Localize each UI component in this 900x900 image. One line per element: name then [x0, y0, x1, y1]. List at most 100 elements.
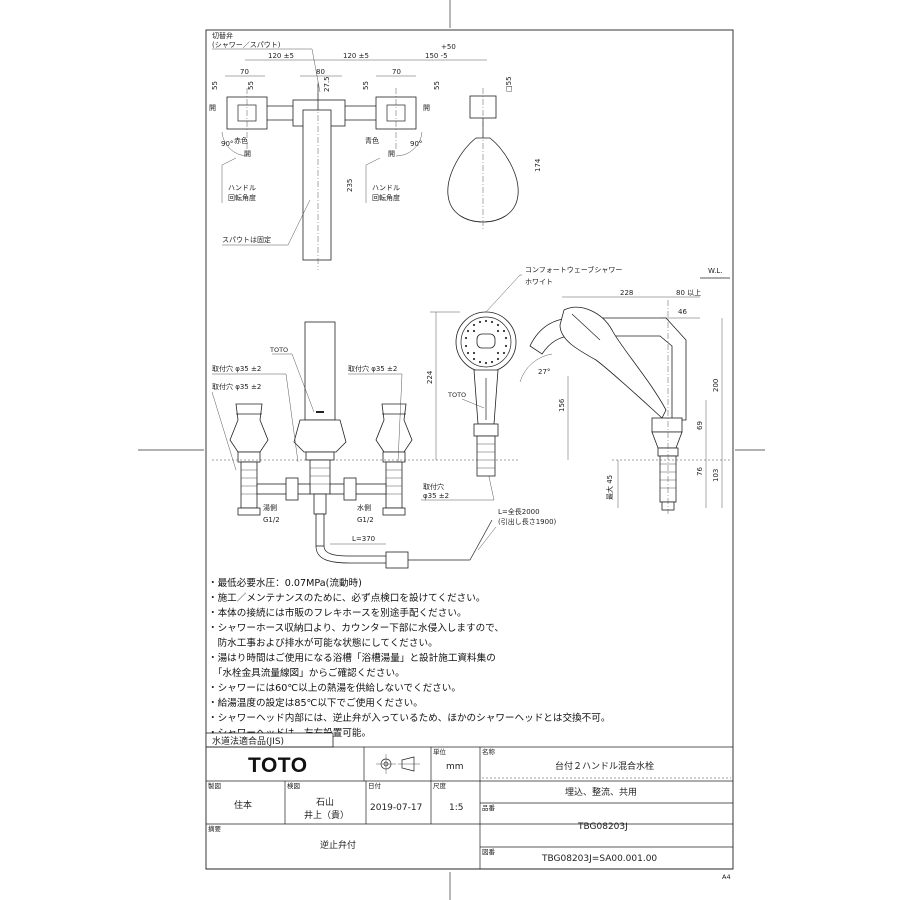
notes-section: ・最低必要水圧：0.07MPa(流動時) ・施工／メンテナンスのために、必ず点検… — [208, 577, 610, 739]
part-label: 品番 — [482, 804, 496, 812]
dim-76: 76 — [696, 467, 704, 476]
hot-side-label: 湯側 — [263, 503, 277, 512]
product-name: 台付２ハンドル混合水栓 — [555, 760, 654, 772]
dim-235: 235 — [346, 179, 354, 192]
drawing-number: TBG08203J=SA00.001.00 — [541, 854, 657, 864]
handle-rotation-right-2: 回転角度 — [372, 193, 400, 202]
drawing-label: 図番 — [482, 848, 496, 856]
registration-marks — [138, 0, 765, 900]
scale-value: 1:5 — [449, 803, 463, 813]
shower-nozzles — [464, 319, 508, 365]
mount-hole-4b: φ35 ±2 — [423, 492, 449, 500]
dim-46: 46 — [678, 308, 687, 316]
product-name-sub: 埋込、整流、共用 — [565, 786, 637, 798]
water-level-label: W.L. — [708, 267, 722, 275]
remarks-value: 逆止弁付 — [320, 839, 356, 851]
dim-156: 156 — [558, 398, 566, 412]
note-line: ・施工／メンテナンスのために、必ず点検口を設けてください。 — [208, 592, 485, 604]
dim-69: 69 — [696, 421, 704, 430]
dim-103: 103 — [712, 469, 720, 482]
dim-120-left: 120 ±5 — [268, 52, 294, 60]
dim-174: 174 — [534, 158, 542, 172]
dim-70-left: 70 — [240, 68, 249, 76]
scale-label: 尺度 — [433, 781, 447, 790]
name-label: 名称 — [482, 747, 496, 756]
red-label: 赤色 — [234, 136, 248, 145]
remarks-label: 摘要 — [208, 824, 222, 833]
title-block: 水道法適合品(JIS) TOTO 単位 mm 名称 台付２ハンドル混合水栓 埋込… — [205, 732, 733, 881]
toto-mark-shower: TOTO — [447, 391, 466, 399]
date-value: 2019-07-17 — [370, 803, 422, 813]
hose-long-length: L=全長2000 — [498, 507, 540, 516]
front-view: TOTO — [211, 311, 569, 569]
note-line: ・シャワーホース収納口より、カウンター下部に水侵入しますので、 — [208, 622, 504, 634]
projection-symbol-icon — [376, 754, 420, 774]
note-line: ・最低必要水圧：0.07MPa(流動時) — [208, 577, 362, 589]
jis-label: 水道法適合品(JIS) — [212, 735, 284, 747]
side-view: コンフォートウェーブシャワー ホワイト W.L. 228 80 以上 46 27… — [485, 265, 730, 514]
unit-label: 単位 — [433, 747, 447, 756]
dim-200: 200 — [712, 379, 720, 392]
open-label-right: 開 — [423, 104, 430, 112]
handle-rotation-left-2: 回転角度 — [228, 193, 256, 202]
dim-55-a: 55 — [211, 81, 219, 90]
dim-80-min: 80 以上 — [676, 288, 701, 297]
date-label: 日付 — [368, 781, 382, 790]
dim-70-right: 70 — [392, 68, 401, 76]
dim-224: 224 — [426, 370, 434, 384]
spout-front — [304, 321, 336, 421]
hose-long-sub: (引出し長さ1900) — [498, 517, 557, 526]
dim-plus50: +50 — [441, 43, 456, 51]
mount-hole-3: 取付穴 φ35 ±2 — [348, 364, 397, 373]
unit-value: mm — [446, 762, 464, 772]
checked-by-2: 井上（貴） — [304, 809, 349, 821]
checked-by-1: 石山 — [316, 797, 334, 808]
dim-150: 150 -5 — [425, 52, 448, 60]
part-number: TBG08203J — [577, 822, 628, 832]
handle-rotation-right-1: ハンドル — [372, 184, 400, 192]
dim-228: 228 — [620, 289, 633, 297]
hot-thread-label: G1/2 — [263, 516, 280, 524]
brand-logo: TOTO — [248, 754, 308, 777]
cold-thread-label: G1/2 — [357, 516, 374, 524]
dim-55-d: 55 — [433, 81, 441, 90]
shower-color-label: ホワイト — [525, 278, 553, 286]
spout-body-front — [293, 419, 347, 453]
spout-fixed-label: スパウトは固定 — [222, 235, 271, 244]
blue-label: 青色 — [365, 136, 379, 145]
dim-27-5: 27.5 — [323, 76, 331, 92]
angle-90-left: 90° — [221, 140, 233, 148]
dim-max45: 最大 45 — [605, 475, 614, 500]
open-label-right-2: 開 — [388, 150, 395, 158]
dim-120-right: 120 ±5 — [343, 52, 369, 60]
dim-55-c: 55 — [362, 81, 370, 90]
note-line: ・湯はり時間はご使用になる浴槽「浴槽湯量」と設計施工資料集の — [208, 652, 496, 664]
mount-hole-2: 取付穴 φ35 ±2 — [212, 382, 261, 391]
switch-valve-label: 切替弁 — [212, 31, 233, 40]
right-handle-front — [375, 403, 413, 453]
dim-sq55: □55 — [505, 76, 513, 92]
mount-hole-4a: 取付穴 — [423, 482, 444, 491]
drawn-by: 住本 — [234, 799, 252, 811]
note-line: ・シャワーヘッド内部には、逆止弁が入っているため、ほかのシャワーヘッドとは交換不… — [208, 712, 610, 724]
handle-rotation-left-1: ハンドル — [228, 184, 256, 192]
hose-coupler — [385, 551, 409, 569]
note-line: 防水工事および排水が可能な状態にしてください。 — [208, 637, 438, 649]
open-label-left-2: 開 — [244, 150, 251, 158]
toto-mark-front: TOTO — [269, 346, 288, 354]
hose-short-length: L=370 — [352, 535, 375, 543]
short-hose — [315, 545, 390, 564]
switch-valve-sub-label: (シャワー／スパウト) — [212, 41, 281, 49]
note-line: ・シャワーには60℃以上の熱湯を供給しないでください。 — [208, 682, 461, 694]
paper-size: A4 — [722, 873, 731, 881]
mount-hole-1: 取付穴 φ35 ±2 — [212, 364, 261, 373]
spout-top — [302, 109, 332, 261]
angle-90-right: 90° — [410, 140, 422, 148]
cold-side-label: 水側 — [357, 503, 371, 512]
angle-27: 27° — [538, 368, 550, 376]
dim-55-b: 55 — [247, 81, 255, 90]
note-line: ・本体の接続には市販のフレキホースを別途手配ください。 — [208, 607, 467, 619]
note-line: ・給湯温度の設定は85℃以下でご使用ください。 — [208, 697, 423, 709]
shower-model-label: コンフォートウェーブシャワー — [525, 265, 622, 274]
